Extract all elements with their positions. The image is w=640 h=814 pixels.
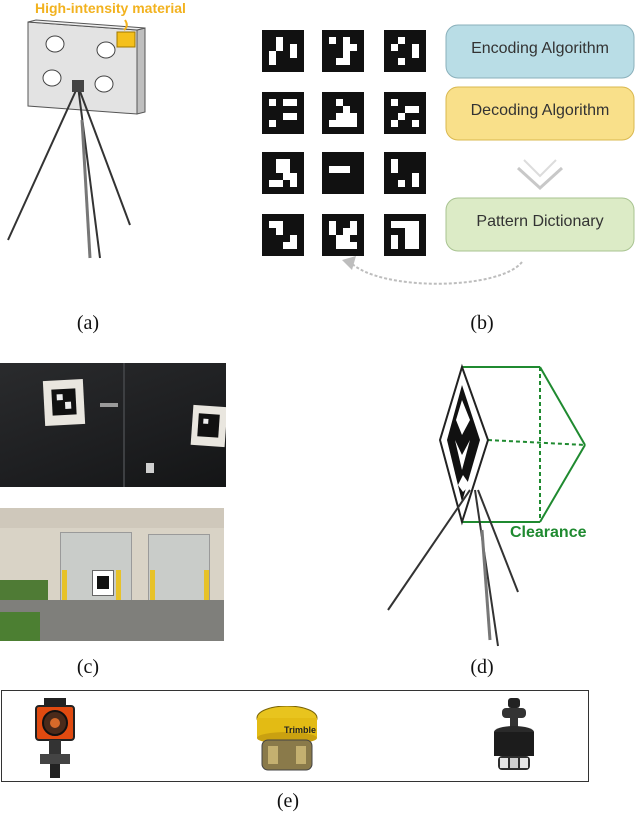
photo-door-markers — [0, 363, 226, 487]
marker-pattern — [384, 92, 426, 134]
marker-pattern — [384, 30, 426, 72]
photo-garage-marker — [0, 508, 224, 641]
marker-pattern — [262, 152, 304, 194]
marker-pattern — [322, 214, 364, 256]
caption-b: (b) — [470, 312, 494, 334]
marker-pattern — [322, 30, 364, 72]
return-arrow — [349, 261, 523, 285]
tripod-a — [7, 80, 131, 259]
marker-sheet-right — [190, 404, 226, 448]
clearance-label: Clearance — [510, 524, 587, 541]
caption-d: (d) — [470, 656, 494, 678]
prism-device — [35, 698, 75, 778]
panel-e-frame — [1, 690, 589, 782]
down-arrow — [516, 166, 564, 191]
algorithm-boxes — [342, 24, 635, 285]
marker-pattern — [322, 92, 364, 134]
caption-e: (e) — [276, 790, 300, 812]
dictionary-box — [445, 197, 635, 252]
decoding-label: Decoding Algorithm — [470, 102, 610, 119]
decoding-box — [445, 86, 635, 141]
prism-360 — [494, 698, 534, 770]
dictionary-label: Pattern Dictionary — [476, 213, 604, 230]
marker-pattern — [384, 214, 426, 256]
high-intensity-patch — [116, 31, 136, 48]
marker-grid — [262, 30, 426, 256]
high-intensity-label: High-intensity material — [35, 0, 186, 16]
caption-a: (a) — [76, 312, 100, 334]
brand-label: Trimble — [284, 725, 317, 735]
target-board — [27, 19, 146, 115]
marker-sheet-left — [42, 378, 86, 427]
caption-c: (c) — [76, 656, 100, 678]
marker-pattern — [262, 214, 304, 256]
panel-d-illustration — [387, 363, 586, 647]
encoding-box — [445, 24, 635, 79]
marker-pattern — [322, 152, 364, 194]
clearance-box — [462, 366, 586, 523]
encoding-label: Encoding Algorithm — [471, 40, 609, 57]
marker-pattern — [262, 92, 304, 134]
garage-marker — [92, 570, 114, 596]
marker-pattern — [384, 152, 426, 194]
marker-pattern — [262, 30, 304, 72]
annotation-arrow — [123, 19, 128, 31]
gnss-receiver — [256, 706, 318, 771]
